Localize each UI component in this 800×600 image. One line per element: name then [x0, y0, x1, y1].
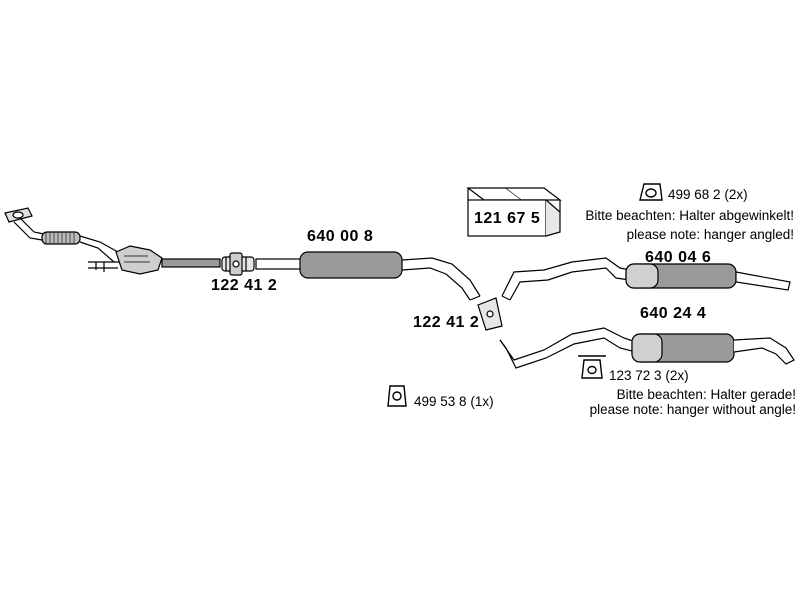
note-angled-de: Bitte beachten: Halter abgewinkelt!: [585, 208, 794, 223]
part-number-mid-silencer: 640 00 8: [307, 228, 374, 245]
part-number-clamp-b: 122 41 2: [413, 314, 480, 331]
hanger-straight-icon: [578, 355, 606, 379]
rear-silencer-b: [499, 327, 795, 369]
middle-silencer: [255, 251, 481, 301]
mounting-kit-box: [466, 187, 562, 237]
rear-silencer-a: [501, 257, 791, 301]
part-number-clamp-a: 122 41 2: [211, 277, 278, 294]
hanger-straight-label: 123 72 3 (2x): [609, 368, 689, 383]
hanger-mid-number: 499 53 8: [414, 394, 467, 409]
hanger-angled-number: 499 68 2: [668, 187, 721, 202]
clamp-b-icon: [477, 297, 503, 331]
hanger-angled-label: 499 68 2 (2x): [668, 187, 748, 202]
note-angled-en: please note: hanger angled!: [626, 227, 794, 242]
part-number-rear-silencer-b: 640 24 4: [640, 305, 707, 322]
note-straight-en: please note: hanger without angle!: [589, 402, 796, 417]
hanger-straight-number: 123 72 3: [609, 368, 662, 383]
part-number-kit-box: 121 67 5: [474, 210, 541, 227]
hanger-mid-qty: (1x): [470, 394, 494, 409]
hanger-mid-icon: [387, 385, 407, 407]
clamp-a-icon: [221, 252, 255, 276]
part-number-rear-silencer-a: 640 04 6: [645, 249, 712, 266]
hanger-straight-qty: (2x): [665, 368, 689, 383]
front-pipe-catalyst: [4, 207, 221, 275]
note-straight-de: Bitte beachten: Halter gerade!: [616, 387, 796, 402]
hanger-angled-qty: (2x): [724, 187, 748, 202]
hanger-angled-icon: [639, 183, 663, 201]
hanger-mid-label: 499 53 8 (1x): [414, 394, 494, 409]
